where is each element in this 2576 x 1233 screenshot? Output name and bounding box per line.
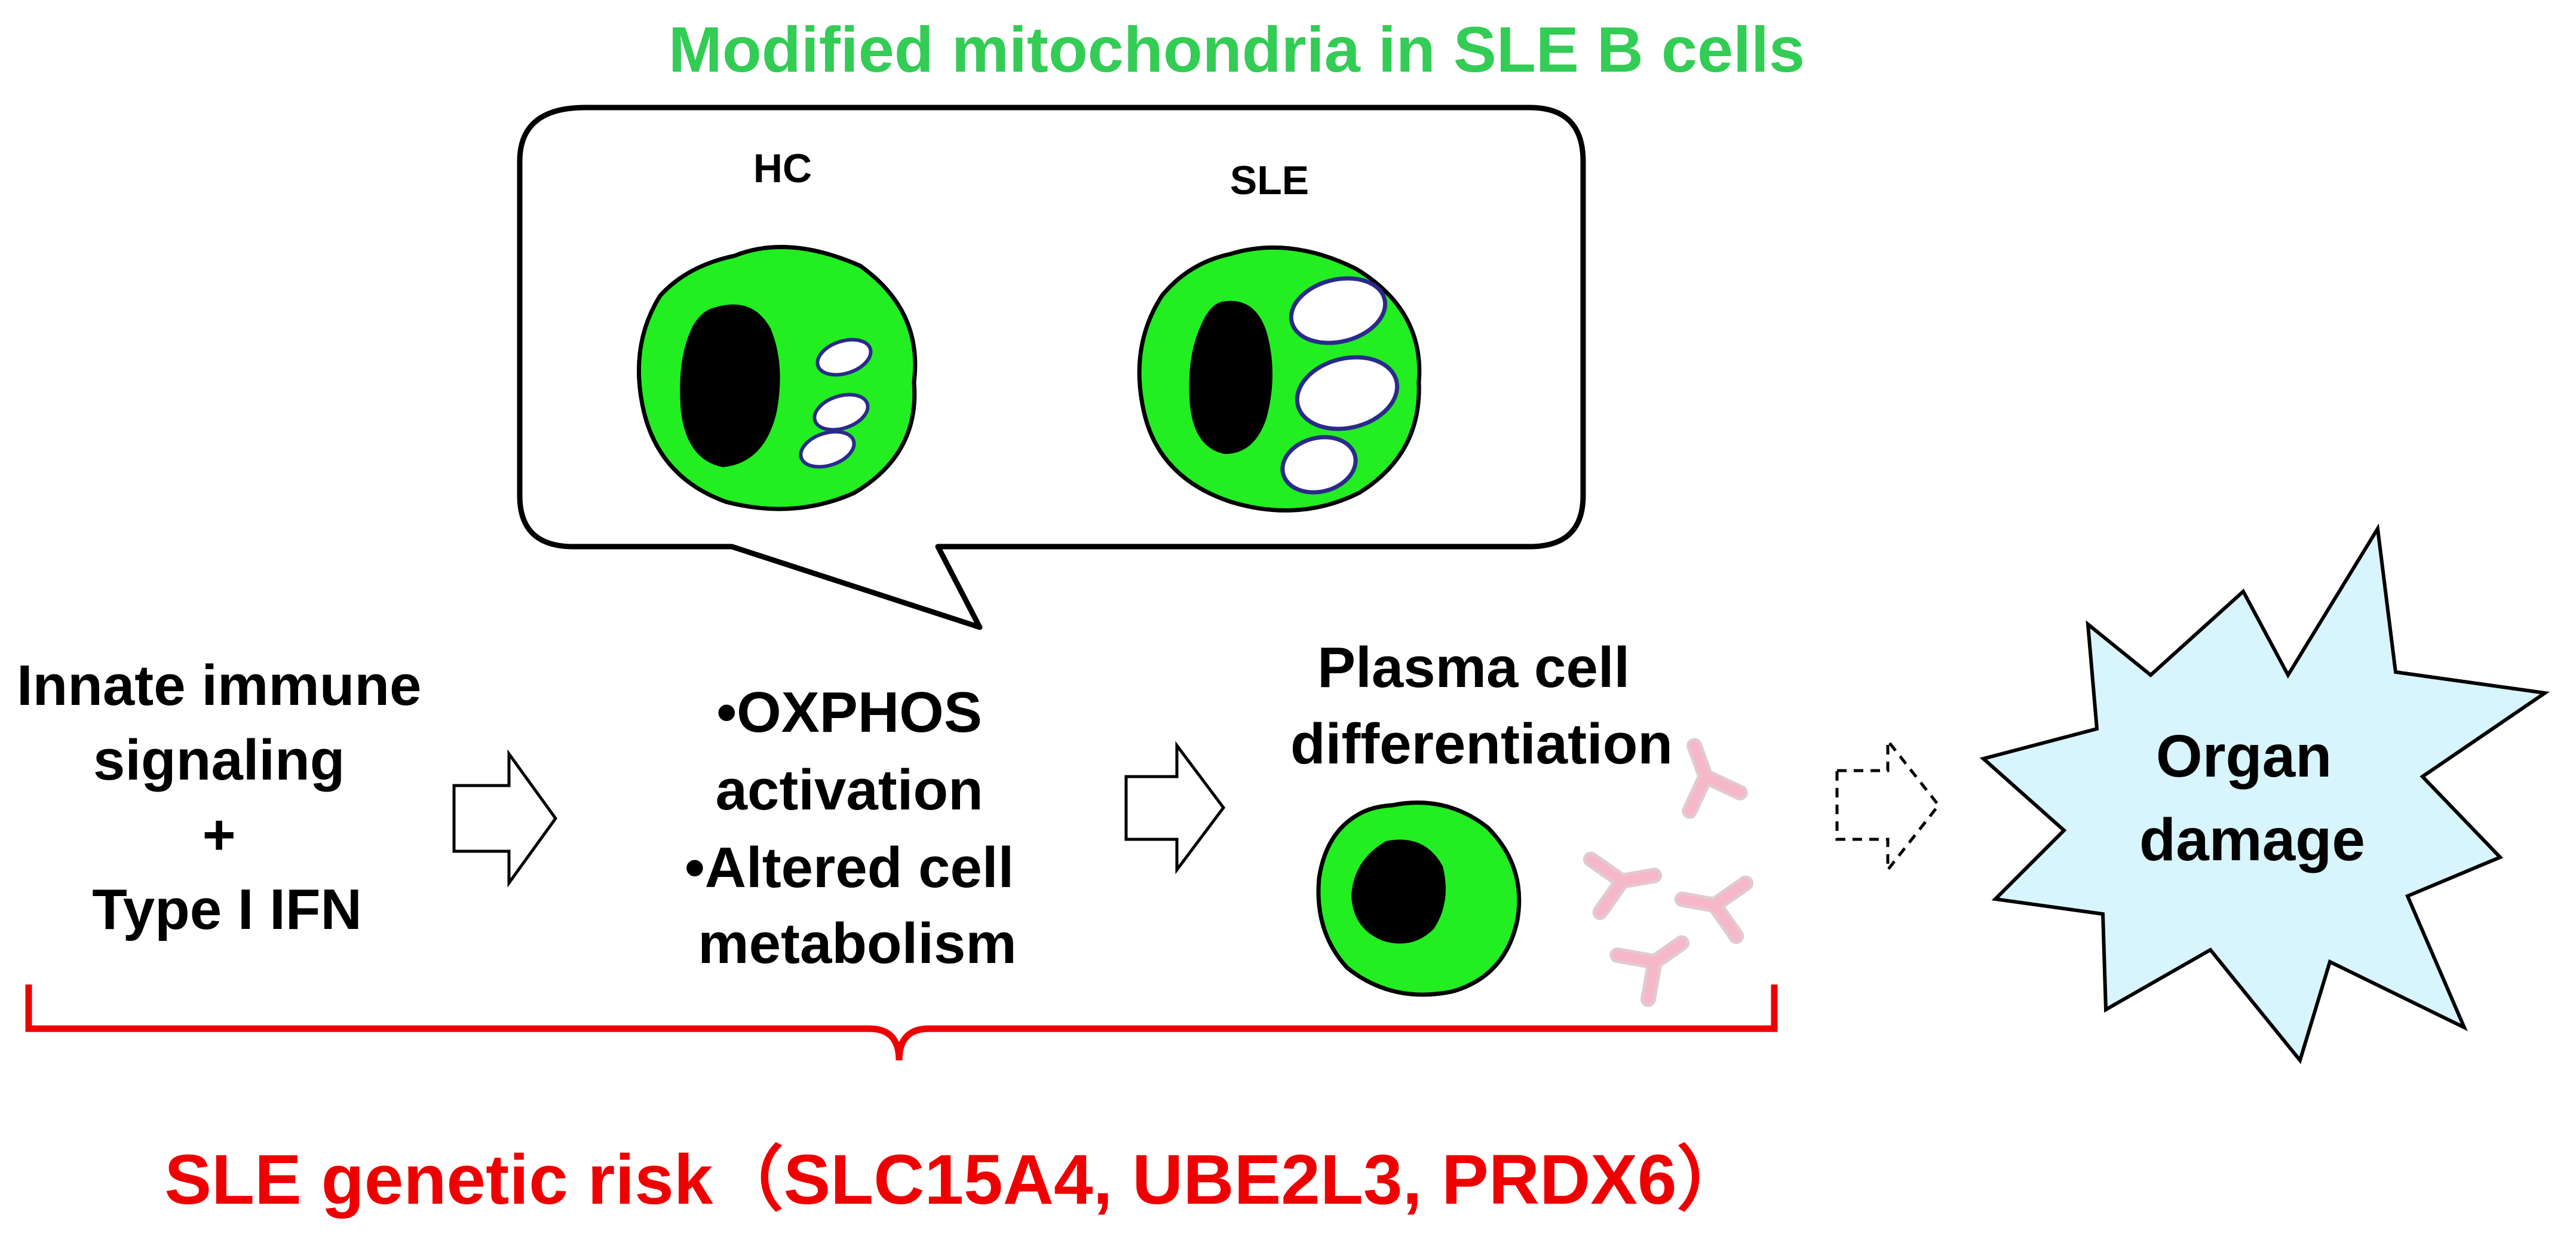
antibody-3 — [1674, 875, 1754, 944]
antibody-1 — [1682, 738, 1748, 819]
step-innate-line-1: Innate immune — [17, 654, 421, 717]
hc-nucleus — [680, 304, 780, 467]
plasma-cell-nucleus — [1351, 839, 1446, 944]
genetic-risk-caption: SLE genetic risk（SLC15A4, UBE2L3, PRDX6） — [164, 1140, 1747, 1219]
hc-mitochondrion-2 — [812, 392, 870, 432]
arrow-right-2 — [1124, 741, 1226, 875]
step-innate-line-4: Type I IFN — [92, 878, 362, 941]
outcome-line-1: Organ — [2156, 723, 2332, 790]
arrow-right-1 — [452, 749, 558, 888]
step-oxphos: •OXPHOS activation •Altered cell metabol… — [685, 680, 1030, 976]
sle-mitochondrion-1 — [1289, 276, 1388, 345]
arrow-right-dashed — [1835, 736, 1941, 875]
antibody-2 — [1583, 851, 1663, 921]
hc-mitochondrion-3 — [799, 430, 856, 469]
step-oxphos-line-1: •OXPHOS — [716, 680, 982, 744]
step-oxphos-line-3: •Altered cell — [685, 836, 1014, 900]
sle-label: SLE — [1230, 158, 1309, 203]
hc-b-cell — [636, 244, 918, 511]
outcome-line-2: damage — [2139, 806, 2365, 873]
step-innate-immune: Innate immune signaling + Type I IFN — [17, 654, 437, 941]
step-innate-line-3: + — [203, 803, 236, 867]
antibody-4 — [1609, 935, 1690, 1007]
hc-label: HC — [753, 146, 812, 191]
sle-mitochondrion-2 — [1295, 355, 1400, 431]
diagram-title: Modified mitochondria in SLE B cells — [668, 13, 1805, 85]
step-plasma-line-1: Plasma cell — [1317, 636, 1630, 700]
hc-mitochondrion-1 — [815, 338, 873, 377]
genetic-risk-brace — [25, 984, 1778, 1061]
plasma-cell — [1316, 800, 1522, 997]
sle-nucleus — [1189, 300, 1272, 454]
organ-damage-burst — [1979, 523, 2550, 1065]
step-oxphos-line-2: activation — [716, 758, 983, 822]
sle-mitochondrion-3 — [1280, 435, 1358, 495]
step-plasma-line-2: differentiation — [1290, 712, 1673, 776]
step-innate-line-2: signaling — [93, 728, 345, 792]
step-oxphos-line-4: metabolism — [698, 912, 1016, 976]
step-plasma-cell: Plasma cell differentiation — [1290, 636, 1673, 776]
outcome-organ-damage: Organ damage — [2139, 723, 2365, 873]
sle-b-cell — [1137, 245, 1422, 513]
